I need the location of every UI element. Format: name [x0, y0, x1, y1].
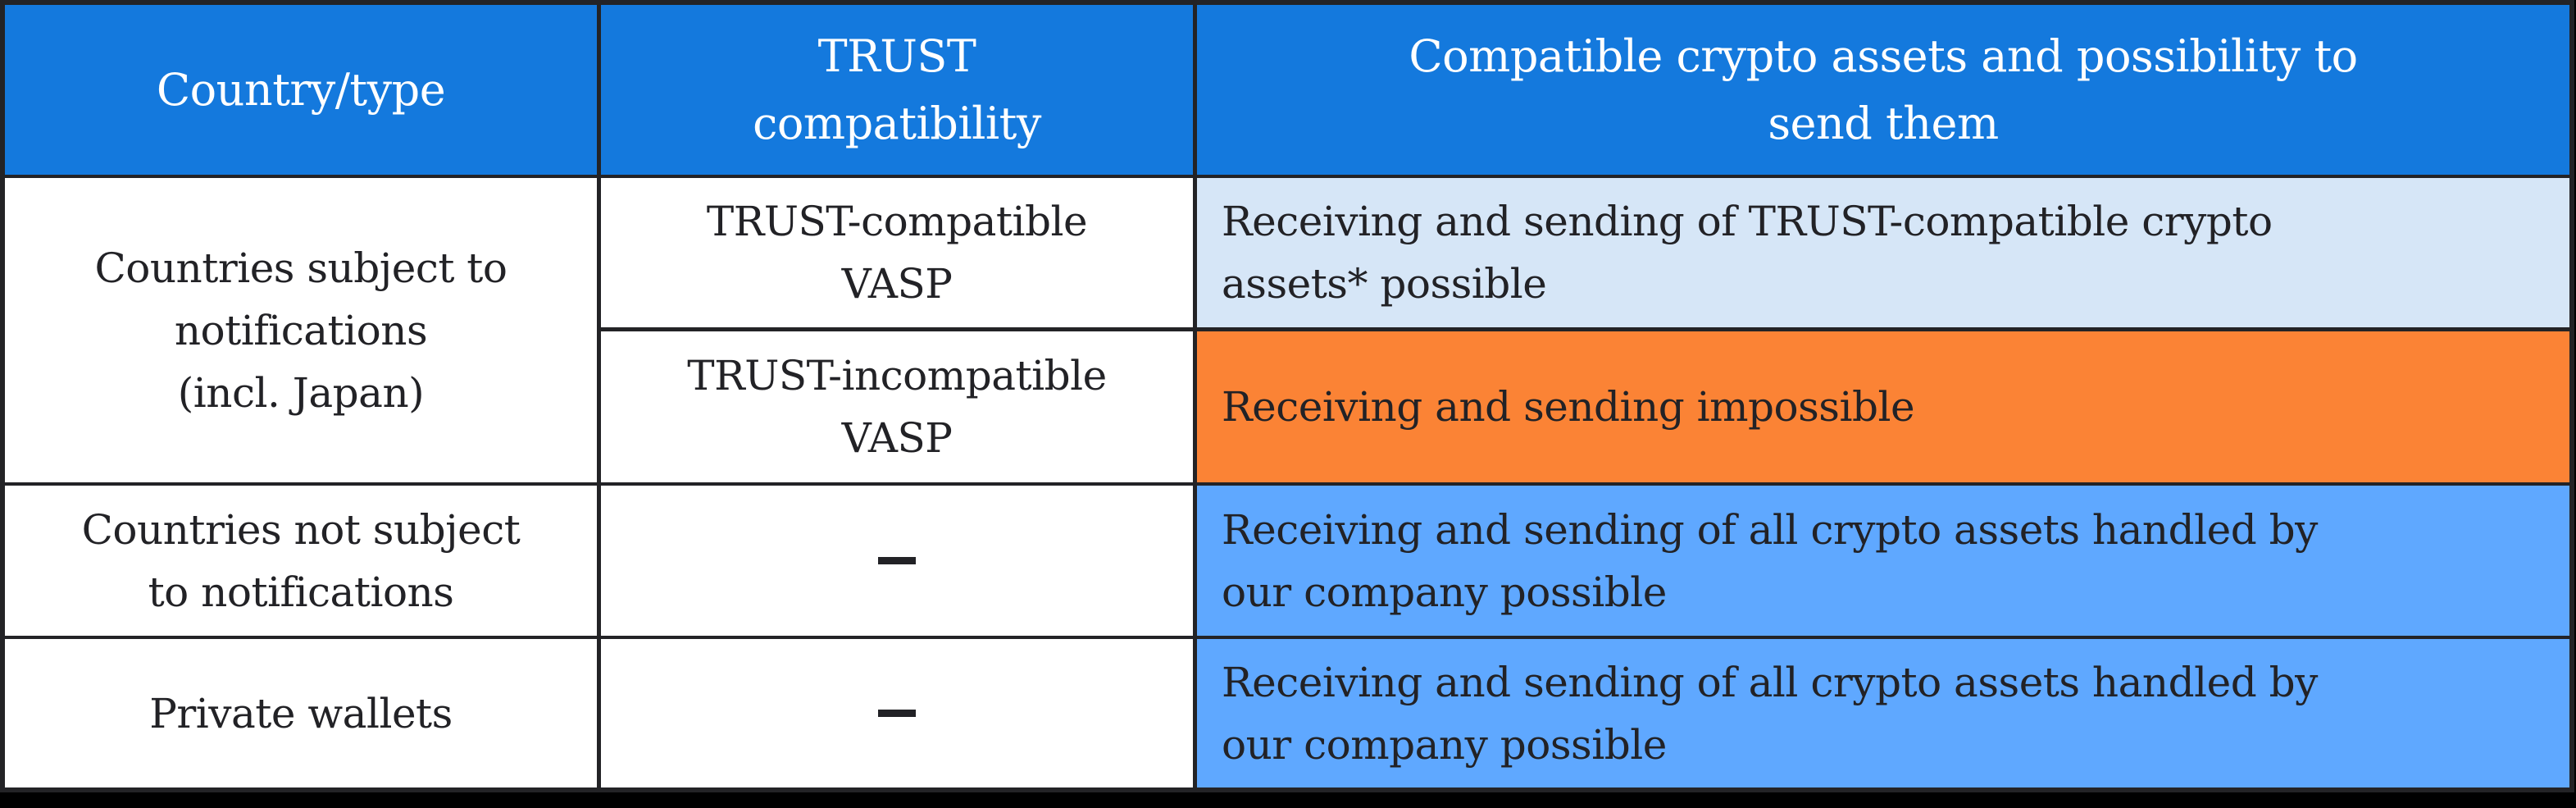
country-type-label: Countries not subject to notifications: [81, 505, 521, 616]
country-type-label: Private wallets: [149, 689, 453, 737]
compatible-assets-label: Receiving and sending of TRUST-compatibl…: [1222, 198, 2273, 308]
dash-icon: [878, 557, 916, 564]
all-assets-cell: Receiving and sending of all crypto asse…: [1197, 486, 2569, 636]
header-compatible-assets: Compatible crypto assets and possibility…: [1197, 5, 2569, 175]
trust-compatibility-label: TRUST-compatible VASP: [706, 198, 1088, 308]
compatible-assets-label: Receiving and sending of all crypto asse…: [1222, 505, 2318, 616]
header-country-type: Country/type: [5, 5, 597, 175]
dash-icon: [878, 710, 916, 717]
header-compatible-assets-label: Compatible crypto assets and possibility…: [1409, 30, 2358, 149]
row-trust-incompatible-vasp: TRUST-incompatible VASP: [601, 331, 1193, 482]
compatible-assets-cell: Receiving and sending of TRUST-compatibl…: [1197, 178, 2569, 327]
row-trust-compatible-vasp: TRUST-compatible VASP: [601, 178, 1193, 327]
header-country-type-label: Country/type: [156, 63, 446, 116]
crypto-transfer-table: Country/type TRUST compatibility Compati…: [0, 0, 2574, 792]
compatible-assets-label: Receiving and sending impossible: [1222, 383, 1915, 431]
compatible-assets-label: Receiving and sending of all crypto asse…: [1222, 658, 2318, 769]
trust-compatibility-na-cell: [601, 639, 1193, 787]
row-notification-countries-type: Countries subject to notifications (incl…: [5, 178, 597, 482]
impossible-assets-cell: Receiving and sending impossible: [1197, 331, 2569, 482]
trust-compatibility-na-cell: [601, 486, 1193, 636]
header-trust-compatibility: TRUST compatibility: [601, 5, 1193, 175]
header-trust-compatibility-label: TRUST compatibility: [753, 30, 1041, 149]
row-private-wallets-type: Private wallets: [5, 639, 597, 787]
row-non-notification-countries-type: Countries not subject to notifications: [5, 486, 597, 636]
all-assets-cell: Receiving and sending of all crypto asse…: [1197, 639, 2569, 787]
trust-compatibility-label: TRUST-incompatible VASP: [687, 352, 1107, 462]
country-type-label: Countries subject to notifications (incl…: [94, 244, 507, 417]
